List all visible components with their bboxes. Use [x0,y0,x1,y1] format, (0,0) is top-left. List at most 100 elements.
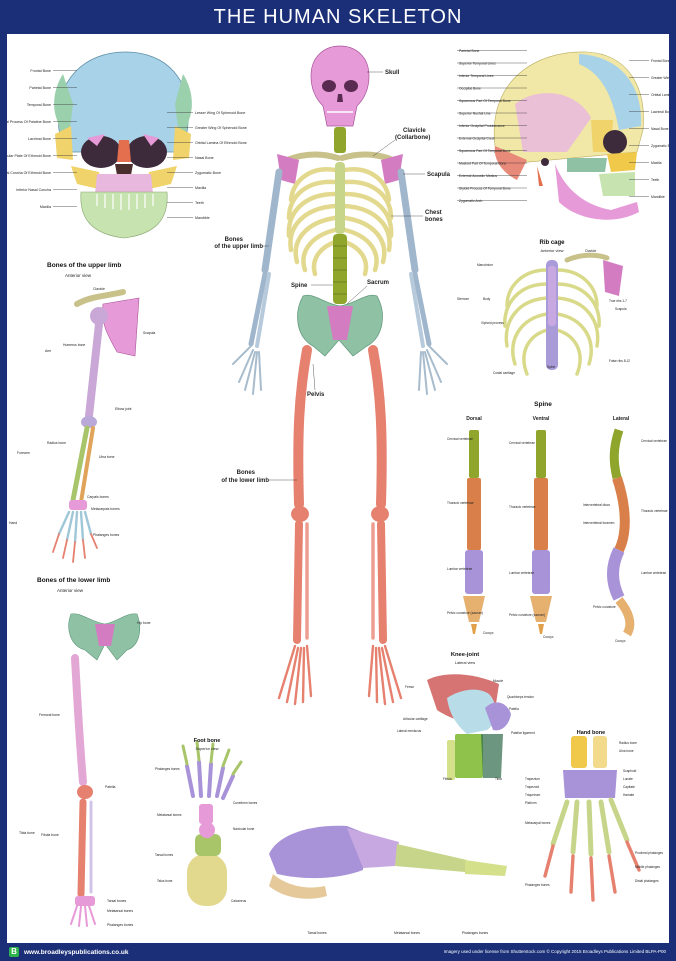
side-skull-label: Greater Wing Of Sphenoid Bone [651,76,669,80]
upper-limb [52,289,140,563]
front-skull-label: Greater Wing Of Sphenoid Bone [195,126,247,130]
front-skull-label: Orbital Lamina Of Ethmoid Bone [195,141,247,145]
foot-top-label: Metatarsal bones [157,813,182,817]
lower-limb-label: Phalanges bones [107,923,134,927]
spine-views [463,428,635,637]
lower-limb-title: Bones of the lower limb [37,577,110,584]
spine-label: Cervical vertebrae [641,439,667,443]
knee-label: Patella [509,707,519,711]
side-skull-label: Occipital Bone [459,87,481,91]
hand-label: Ulna bone [619,749,634,753]
lower-limb-label: Hip bone [137,621,151,625]
front-skull-label: Temporal Bone [27,103,51,107]
side-skull-label: Styloid Process Of Temporal Bone [459,187,511,191]
front-skull-label: Orbital Process Of Palatine Bone [7,120,51,124]
rib-cage-label: False ribs 8-12 [609,359,630,363]
front-skull-label: Nasal Bone [195,156,214,160]
knee-subtitle: Lateral view [455,661,476,665]
spine-view-title: Dorsal [466,416,482,422]
spine-label: Spine [291,283,308,289]
knee-label: Fibula [443,777,452,781]
publisher-url[interactable]: www.broadleyspublications.co.uk [24,949,129,956]
front-skull-label: Teeth [195,201,204,205]
lower-limb-label: Tarsal bones [107,899,127,903]
upper-limb-title: Bones of the upper limb [47,262,121,269]
foot-side [269,825,507,899]
upper-limb-label: of the upper limb [214,244,263,250]
rib-cage-label: Manubrium [477,263,493,267]
side-skull-label: Inferior Occipital Protuberance [459,124,505,128]
clavicle-label: (Collarbone) [395,135,430,141]
rib-cage-subtitle: Anterior view [540,248,563,253]
foot-top-label: Tarsal bones [155,853,173,857]
lower-limb-subtitle: Anterior view [57,588,84,593]
spine-label: Lumbar vertebrae [509,571,534,575]
rib-cage [503,252,623,376]
hand-label: Pisiform [525,801,537,805]
hand-title: Hand bone [577,730,605,736]
foot-top-subtitle: Superior view [195,747,218,751]
hand-label: Proximal phalanges [635,851,663,855]
foot-top-title: Foot bone [194,738,221,744]
spine-label: Lumbar vertebrae [641,571,666,575]
hand-label: Middle phalanges [635,865,660,869]
rib-cage-label: True ribs 1-7 [609,299,627,303]
rib-cage-label: Costal cartilage [493,371,515,375]
lower-limb-label: Fibula bone [41,833,59,837]
side-skull-label: Orbital Lamina Of Ethmoid Bone [651,93,669,97]
spine-label: Coccyx [615,639,626,643]
spine-label: Thoracic vertebrae [641,509,668,513]
spine-label: Pelvic curvature [593,605,616,609]
hand-label: Metacarpal bones [525,821,551,825]
foot-top-label: Cuneiform bones [233,801,258,805]
side-skull-label: Zygomatic Arch [459,199,482,203]
foot-top-label: Navicular bone [233,827,254,831]
leader-line [372,139,396,157]
front-skull-label: Lesser Wing Of Sphenoid Bone [195,111,245,115]
upper-limb-label: Phalanges bones [93,533,120,537]
foot-top-label: Phalanges bones [155,767,180,771]
skull-label: Skull [385,70,400,76]
side-skull-label: Lacrimal Bone [651,110,669,114]
side-skull-label: Squamous Part Of Temporal Bone [459,99,511,103]
rib-cage-label: Spine [547,365,555,369]
lower-limb-label: Tibia bone [19,831,35,835]
side-skull-label: Superior Nuchal Line [459,112,491,116]
upper-limb-label: Scapula [143,331,155,335]
front-skull-label: Parietal Bone [29,86,51,90]
knee-label: Quadriceps tendon [507,695,534,699]
rib-cage-label: Body [483,297,491,301]
rib-cage-title: Rib cage [539,240,565,246]
foot-top [181,740,243,906]
rib-cage-label: Clavicle [585,249,596,253]
spine-label: Cervical vertebrae [447,437,473,441]
leader-line [312,363,316,391]
main-skeleton [232,45,448,706]
side-skull-label: Superior Temporal Lines [459,62,496,66]
upper-limb-label: Bones [225,237,244,243]
front-skull-label: Mandible [195,216,210,220]
spine-view-title: Lateral [613,416,630,422]
knee-label: Lateral meniscus [397,729,422,733]
front-skull-label: Inferior Nasal Concha [16,188,51,192]
spine-label: Coccyx [483,631,494,635]
upper-limb-label: Elbow joint [115,407,131,411]
scapula-label: Scapula [427,172,451,178]
spine-label: Pelvic curvature (sacrum) [447,611,483,615]
side-skull-label: Mastoid Part Of Temporal Bone [459,162,506,166]
lower-limb-label: Bones [237,470,256,476]
front-skull-label: Middle Nasal Concha Of Ethmoid Bone [7,171,51,175]
lower-limb-label: Patella [105,785,115,789]
upper-limb-label: Metacarpals bones [91,507,120,511]
upper-limb-label: Arm [45,349,51,353]
copyright-line: Imagery used under license from Shutters… [443,949,666,954]
lower-limb [68,613,140,927]
upper-limb-subtitle: Anterior view [65,273,92,278]
front-skull-label: Frontal Bone [30,69,51,73]
front-skull-label: Maxilla [195,186,206,190]
spine-view-title: Ventral [533,416,550,422]
